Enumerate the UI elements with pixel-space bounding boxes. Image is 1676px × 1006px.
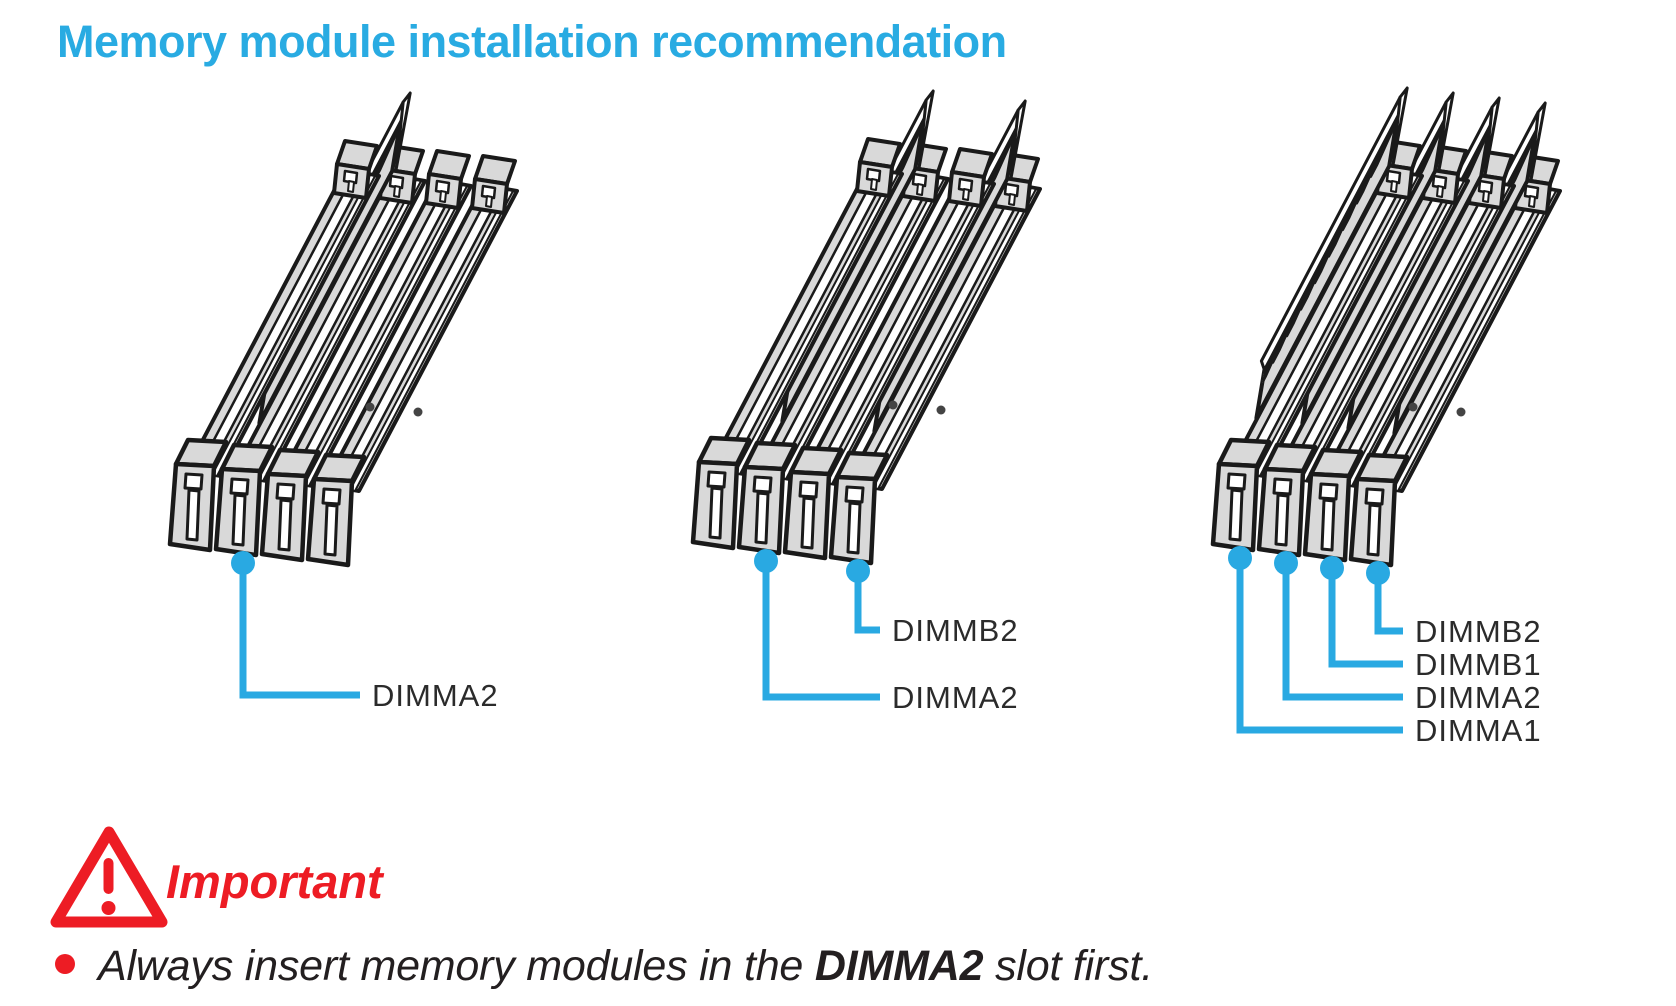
front-latch-groove [1274, 493, 1290, 547]
bullet-text-post: slot first. [983, 942, 1153, 990]
back-latch-notch [480, 184, 497, 200]
back-latch-groove [393, 185, 401, 198]
dimm-slot-2 [800, 147, 996, 486]
front-latch-groove [708, 486, 724, 540]
front-latch-tab [1272, 477, 1293, 496]
mount-hole [1456, 407, 1466, 417]
slot-label-dimmb1: DIMMB1 [1415, 647, 1542, 682]
important-heading: Important [166, 855, 383, 908]
module-back-spike [1437, 91, 1455, 171]
back-latch-notch [1477, 179, 1494, 195]
callout-line-dimma2 [762, 561, 880, 701]
front-latch-groove [846, 501, 862, 555]
front-latch-tab [1364, 487, 1385, 506]
mount-hole [1408, 402, 1418, 412]
slot-label-dimma2: DIMMA2 [1415, 680, 1542, 715]
callout-line-dimmb1 [1328, 568, 1403, 668]
back-latch-notch [1523, 184, 1540, 200]
front-latch-groove [800, 496, 816, 550]
warning-triangle-icon [50, 826, 168, 928]
front-latch-groove [1320, 498, 1336, 552]
front-latch-groove [185, 488, 201, 542]
important-bullet: Always insert memory modules in the DIMM… [98, 942, 1153, 991]
front-latch-tab [1226, 472, 1247, 491]
slot-marker-dot-dimmb1 [1320, 556, 1344, 580]
front-latch-tab [798, 480, 819, 499]
slot-marker-dot-dimma2 [231, 551, 255, 575]
back-latch-notch [865, 167, 882, 183]
back-latch-notch [1003, 182, 1020, 198]
back-latch-notch [957, 177, 974, 193]
back-latch-notch [911, 172, 928, 188]
callout-line-dimma1 [1236, 558, 1403, 734]
front-latch-groove [277, 498, 293, 552]
module-back-spike [917, 89, 935, 169]
back-latch-groove [1528, 195, 1536, 208]
module-back-spike [394, 91, 412, 171]
front-latch-groove [1366, 503, 1382, 557]
slot-label-dimma2: DIMMA2 [892, 680, 1019, 715]
module-back-spike [1483, 96, 1501, 176]
dimm-slot-2 [277, 149, 473, 488]
slot-label-dimma1: DIMMA1 [1415, 713, 1542, 748]
page-title: Memory module installation recommendatio… [57, 16, 1007, 67]
slot-label-dimma2: DIMMA2 [372, 678, 499, 713]
front-latch-tab [752, 475, 773, 494]
back-latch-groove [1008, 193, 1016, 206]
mount-hole [936, 405, 946, 415]
front-latch-groove [1228, 488, 1244, 542]
front-latch-tab [275, 482, 296, 501]
front-latch-tab [321, 487, 342, 506]
slot-label-dimmb2: DIMMB2 [1415, 614, 1542, 649]
mount-hole [413, 407, 423, 417]
module-back-spike [1529, 101, 1547, 181]
bullet-dot [55, 954, 75, 974]
back-latch-groove [1482, 190, 1490, 203]
back-latch-groove [485, 195, 493, 208]
bullet-text-pre: Always insert memory modules in the [98, 942, 815, 990]
diagram-single-module: DIMMA2 [167, 91, 519, 713]
memory-module [1254, 86, 1409, 420]
slot-marker-dot-dimmb2 [1366, 561, 1390, 585]
slot-marker-dot-dimma2 [754, 549, 778, 573]
module-back-spike [1009, 99, 1027, 179]
back-latch-notch [342, 169, 359, 185]
slot-label-dimmb2: DIMMB2 [892, 613, 1019, 648]
back-latch-groove [870, 178, 878, 191]
back-latch-groove [1390, 180, 1398, 193]
front-latch-groove [754, 491, 770, 545]
module-back-spike [1391, 86, 1409, 166]
back-latch-notch [1385, 169, 1402, 185]
back-latch-groove [962, 188, 970, 201]
dimm-slot-0 [1228, 86, 1424, 478]
slot-marker-dot-dimmb2 [846, 559, 870, 583]
callout-line-dimma2 [1282, 563, 1403, 701]
slot-marker-dot-dimma2 [1274, 551, 1298, 575]
callout-line-dimma2 [239, 563, 360, 699]
dimm-slot-3 [323, 154, 519, 493]
front-latch-tab [844, 485, 865, 504]
front-latch-tab [229, 477, 250, 496]
back-latch-groove [1436, 185, 1444, 198]
back-latch-groove [439, 190, 447, 203]
bullet-text-bold: DIMMA2 [814, 942, 984, 990]
mount-hole [888, 400, 898, 410]
front-latch-groove [323, 503, 339, 557]
back-latch-notch [434, 179, 451, 195]
slot-marker-dot-dimma1 [1228, 546, 1252, 570]
back-latch-groove [916, 183, 924, 196]
back-latch-notch [388, 174, 405, 190]
front-latch-tab [183, 472, 204, 491]
front-latch-groove [231, 493, 247, 547]
callout-line-dimmb2 [1374, 573, 1403, 635]
back-latch-groove [347, 180, 355, 193]
front-latch-tab [706, 470, 727, 489]
back-latch-notch [1431, 174, 1448, 190]
callout-line-dimmb2 [854, 571, 880, 634]
mount-hole [365, 402, 375, 412]
front-latch-tab [1318, 482, 1339, 501]
